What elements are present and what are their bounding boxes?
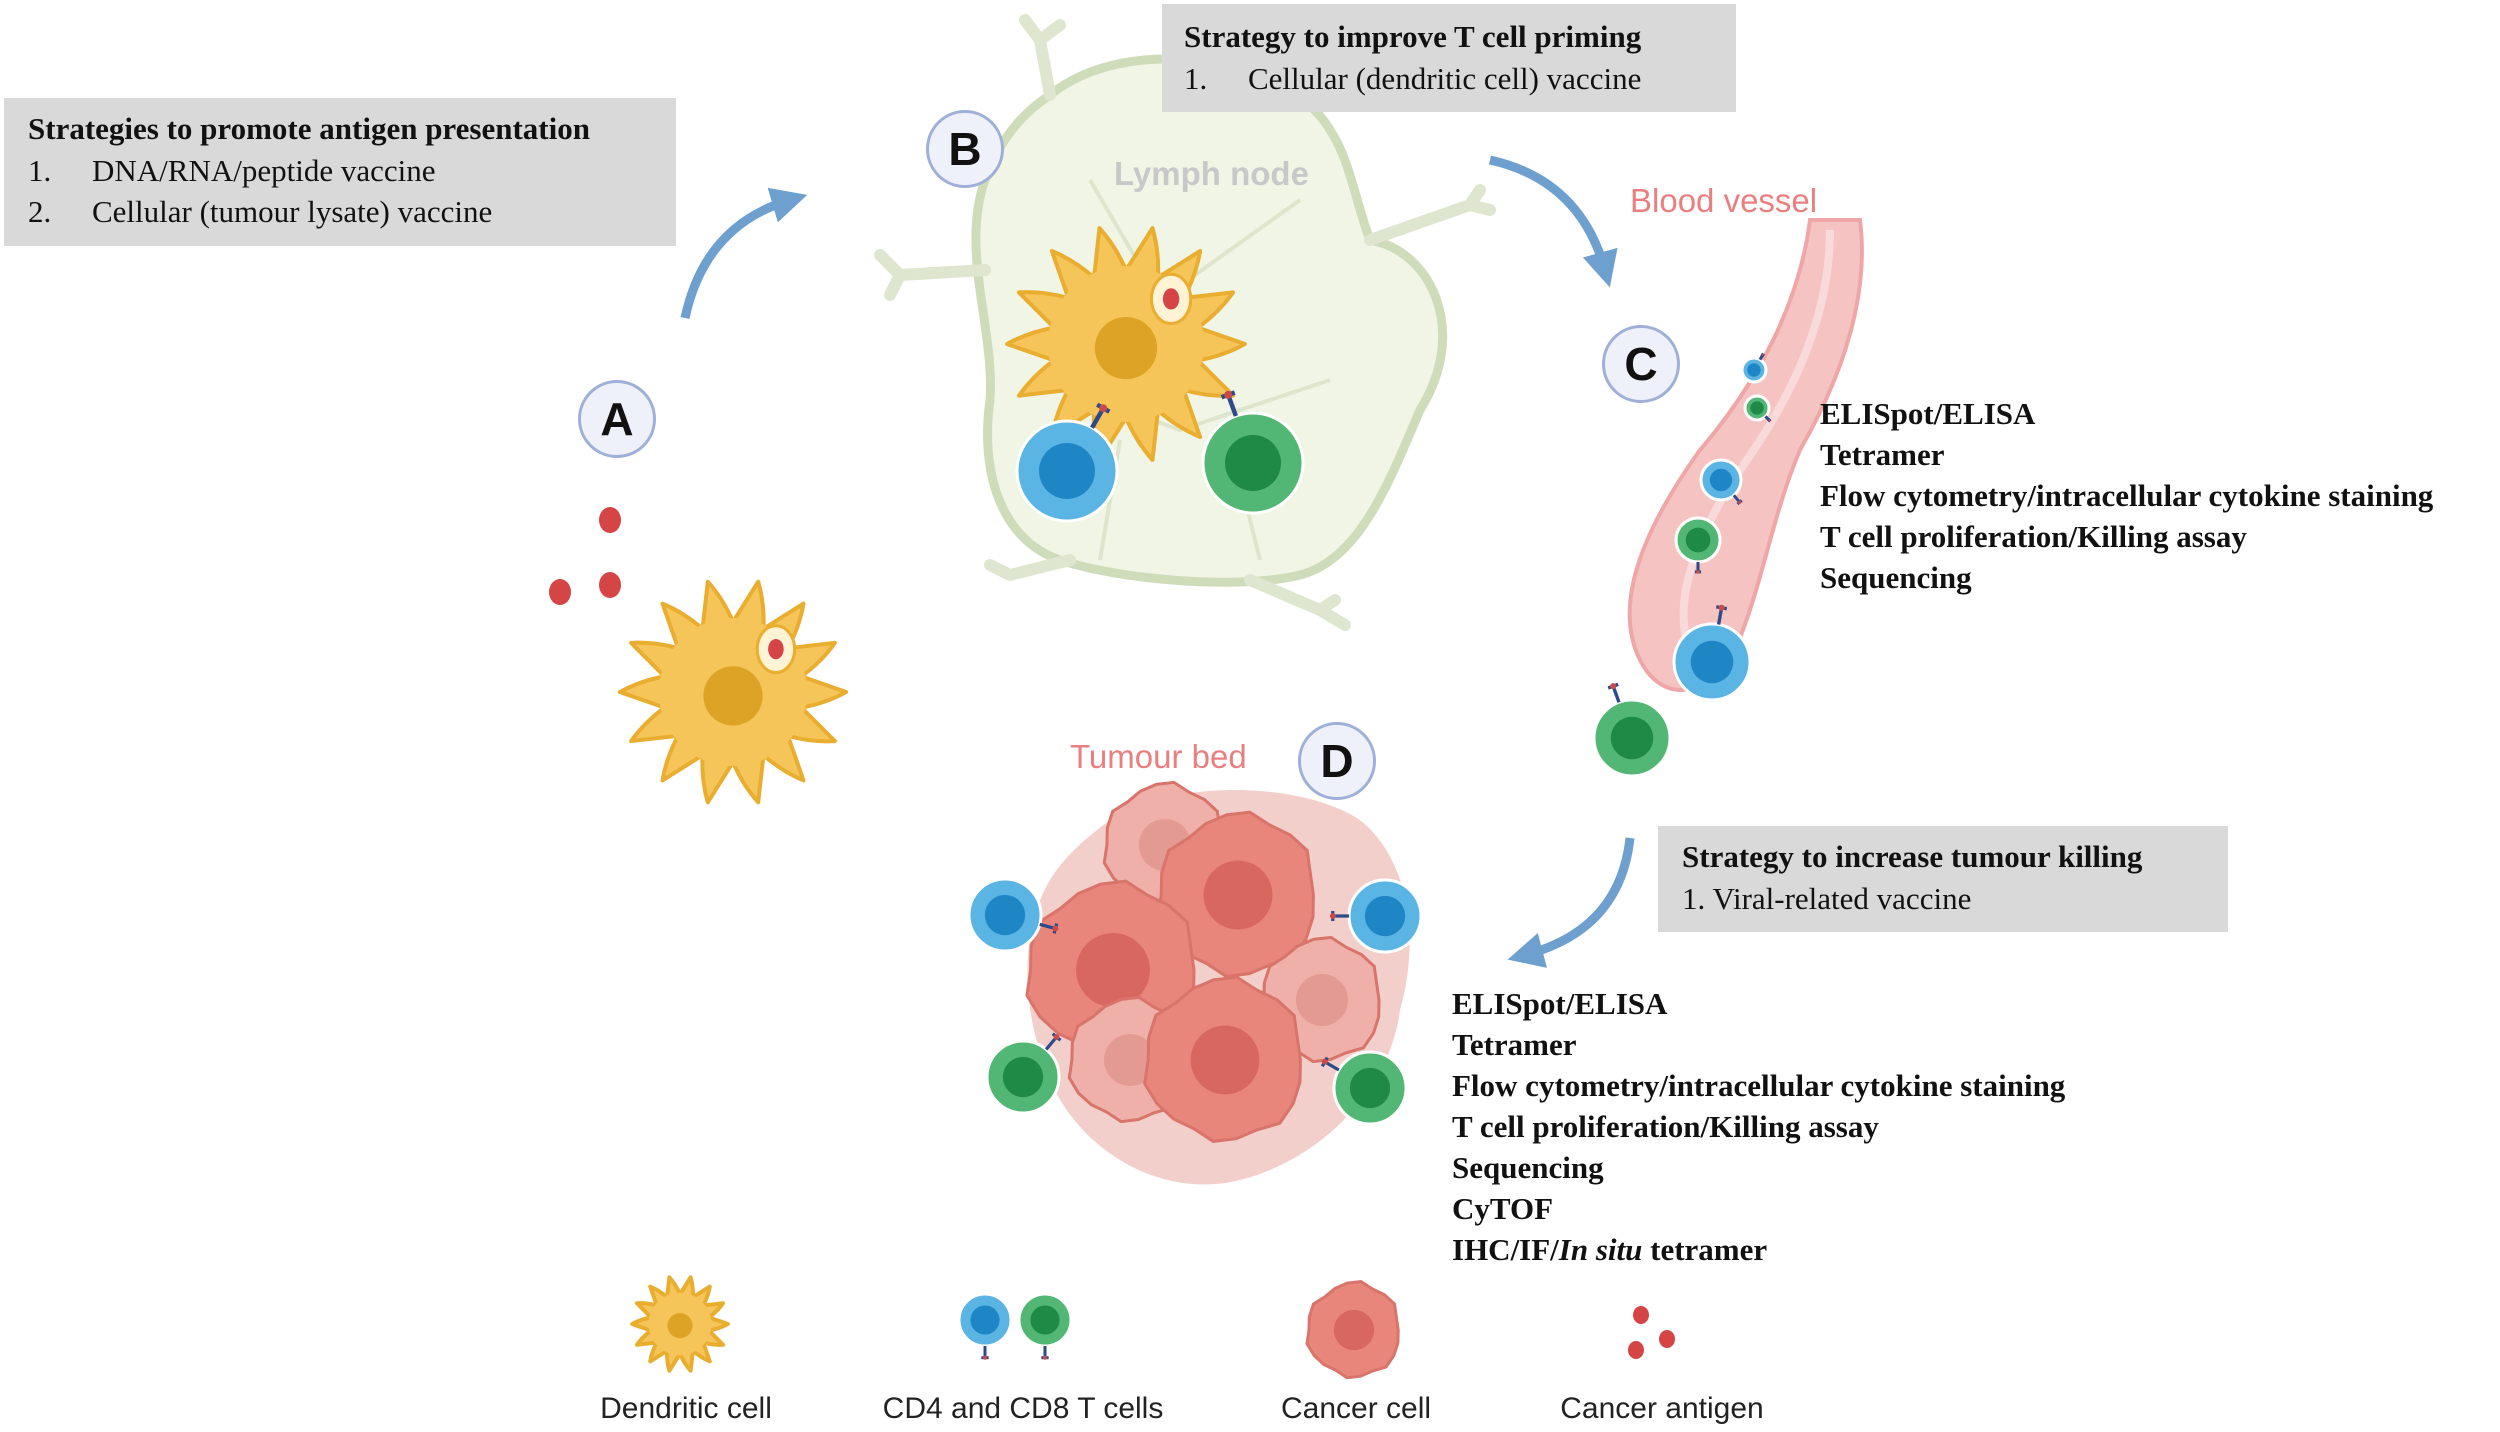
legend-label-dendritic-cell: Dendritic cell [600,1392,772,1425]
strategy-box-t-cell-priming: Strategy to improve T cell priming 1.Cel… [1162,4,1736,112]
cd4-t-cell [1329,878,1423,954]
panel-a-badge: A [578,380,656,458]
strategy-a-item: 2.Cellular (tumour lysate) vaccine [28,194,493,229]
blood-vessel-label: Blood vessel [1630,182,1818,219]
method-item: ELISpot/ELISA [1820,396,2036,431]
arrow-a-to-b [680,187,808,319]
legend-dendritic-cell-icon [630,1275,730,1373]
dendritic-cell-a [617,579,849,805]
strategy-d-item: 1. Viral-related vaccine [1682,881,1972,916]
legend-label-cancer-antigen: Cancer antigen [1560,1392,1764,1425]
strategy-a-title: Strategies to promote antigen presentati… [28,111,590,146]
tumour-bed-label: Tumour bed [1070,738,1247,775]
lymph-node-label: Lymph node [1114,155,1309,192]
cd4-t-cell [967,877,1059,953]
legend-cd8-icon [1017,1292,1073,1360]
cancer-cell [1143,975,1302,1143]
legend-cancer-antigen-icon [1633,1306,1649,1324]
cd4-t-cell [1672,604,1752,702]
blood-vessel [1627,218,1864,692]
method-item: Tetramer [1820,437,1945,472]
panel-d-badge: D [1298,722,1376,800]
arrow-c-to-d [1507,837,1635,968]
methods-list-tumour: ELISpot/ELISA Tetramer Flow cytometry/in… [1452,983,2065,1270]
method-item: Flow cytometry/intracellular cytokine st… [1452,1068,2066,1103]
cd8-t-cell [1201,390,1305,515]
cd8-t-cell [1674,516,1722,574]
legend-cancer-cell-icon [1305,1279,1400,1380]
panel-b-badge: B [926,110,1004,188]
methods-list-blood: ELISpot/ELISA Tetramer Flow cytometry/in… [1820,393,2433,598]
cd8-t-cell [1320,1050,1408,1126]
arrow-b-to-c [1489,155,1618,288]
legend-cd4-icon [957,1292,1013,1360]
method-item: T cell proliferation/Killing assay [1820,519,2247,554]
legend-cancer-antigen-icon [1628,1341,1644,1359]
legend-label-t-cells: CD4 and CD8 T cells [882,1392,1164,1425]
strategy-b-title: Strategy to improve T cell priming [1184,19,1642,54]
cells-layer [549,226,1772,1380]
method-item: ELISpot/ELISA [1452,986,1668,1021]
cd8-t-cell [1592,682,1672,778]
cancer-antigen [599,572,621,598]
method-item: Flow cytometry/intracellular cytokine st… [1820,478,2434,513]
strategy-d-title: Strategy to increase tumour killing [1682,839,2143,874]
legend-label-cancer-cell: Cancer cell [1280,1392,1432,1425]
method-item: Sequencing [1820,560,1972,595]
strategy-b-item: 1.Cellular (dendritic cell) vaccine [1184,61,1642,96]
cancer-antigen [549,579,571,605]
panel-c-badge: C [1602,325,1680,403]
cd4-t-cell [1740,352,1768,384]
method-item: Sequencing [1452,1150,1604,1185]
cd4-t-cell [1699,458,1743,506]
strategy-a-item: 1.DNA/RNA/peptide vaccine [28,153,436,188]
method-item: Tetramer [1452,1027,1577,1062]
cd4-t-cell [1015,402,1119,523]
strategy-box-tumour-killing: Strategy to increase tumour killing 1. V… [1658,826,2228,932]
cd8-t-cell [985,1032,1062,1115]
cancer-antigen [599,507,621,533]
method-item: CyTOF [1452,1191,1554,1226]
legend-cancer-antigen-icon [1659,1330,1675,1348]
cancer-cell [1156,810,1315,978]
method-item: IHC/IF/In situ tetramer [1452,1232,1768,1267]
dendritic-cell-b [1005,226,1247,462]
strategy-box-antigen-presentation: Strategies to promote antigen presentati… [4,98,676,246]
cd8-t-cell [1743,394,1772,423]
method-item: T cell proliferation/Killing assay [1452,1109,1879,1144]
